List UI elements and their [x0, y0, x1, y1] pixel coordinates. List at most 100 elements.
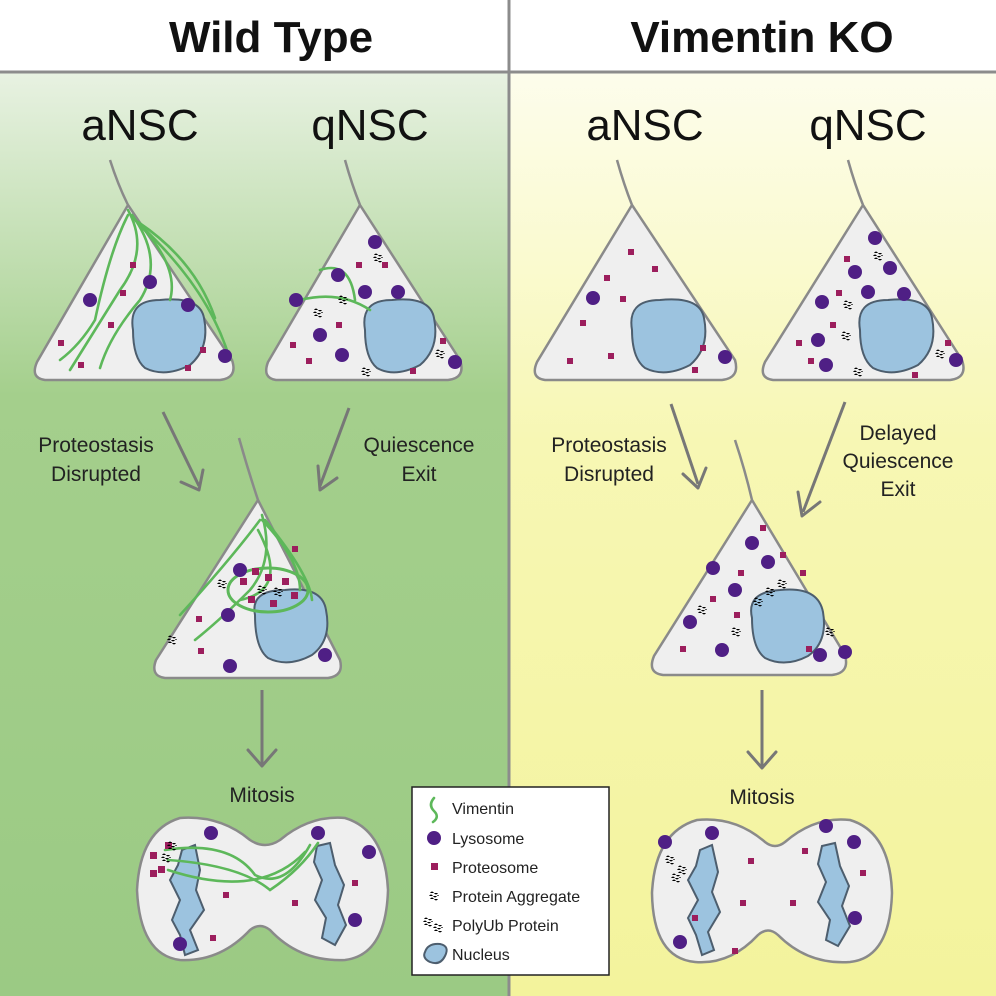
lysosome — [181, 298, 195, 312]
proteosome — [802, 848, 808, 854]
lysosome — [706, 561, 720, 575]
proteosome — [604, 275, 610, 281]
lysosome — [313, 328, 327, 342]
proteosome — [692, 367, 698, 373]
wt-down-arrow — [246, 690, 278, 768]
lysosome — [815, 295, 829, 309]
wt-ansc-cell — [33, 159, 235, 382]
proteosome-icon — [431, 863, 438, 870]
lysosome — [838, 645, 852, 659]
legend-box — [411, 786, 610, 976]
lysosome — [311, 826, 325, 840]
proteosome — [680, 646, 686, 652]
wt-left-arrow — [161, 411, 205, 492]
lysosome — [204, 826, 218, 840]
wt-right-arrow — [316, 407, 351, 492]
lysosome — [348, 913, 362, 927]
wt-ansc-label: aNSC — [81, 101, 198, 150]
nucleus — [253, 588, 329, 664]
nucleus-icon — [423, 942, 448, 965]
proteosome — [290, 342, 296, 348]
ko-left-arrow — [669, 403, 708, 490]
ko-step-right-line3: Exit — [880, 478, 915, 501]
lysosome — [745, 536, 759, 550]
proteosome — [440, 338, 446, 344]
proteosome — [780, 552, 786, 558]
proteosome — [945, 340, 951, 346]
lysosome — [318, 648, 332, 662]
ko-middle-cell — [650, 439, 852, 677]
lysosome — [728, 583, 742, 597]
proteosome — [292, 546, 298, 552]
lysosome — [586, 291, 600, 305]
proteosome — [748, 858, 754, 864]
proteosome — [700, 345, 706, 351]
ko-step-right-line1: Delayed — [859, 422, 936, 445]
proteosome — [223, 892, 229, 898]
lysosome — [819, 358, 833, 372]
proteosome — [844, 256, 850, 262]
lysosome — [173, 937, 187, 951]
ko-down-arrow — [746, 690, 778, 770]
proteosome — [808, 358, 814, 364]
lysosome — [331, 268, 345, 282]
lysosome — [847, 835, 861, 849]
proteosome — [692, 915, 698, 921]
lysosome — [358, 285, 372, 299]
legend-label-vimentin: Vimentin — [452, 801, 514, 818]
proteosome — [410, 368, 416, 374]
proteosome — [356, 262, 362, 268]
ko-right-arrow — [796, 401, 847, 518]
ko-mitosis-cell — [650, 818, 894, 964]
proteosome — [738, 570, 744, 576]
proteosome — [292, 900, 298, 906]
ko-ansc-label: aNSC — [586, 101, 703, 150]
nucleus — [363, 298, 437, 374]
proteosome — [608, 353, 614, 359]
vimentin-ko-title: Vimentin KO — [630, 13, 893, 62]
lysosome — [868, 231, 882, 245]
lysosome — [233, 563, 247, 577]
lysosome — [143, 275, 157, 289]
proteosome — [200, 347, 206, 353]
proteosome — [710, 596, 716, 602]
ko-qnsc-label: qNSC — [809, 101, 926, 150]
lysosome — [335, 348, 349, 362]
proteosome — [790, 900, 796, 906]
proteosome — [78, 362, 84, 368]
wt-step-right-line2: Exit — [401, 463, 436, 486]
nucleus — [816, 841, 852, 948]
lysosome — [223, 659, 237, 673]
lysosome — [848, 911, 862, 925]
lysosome — [83, 293, 97, 307]
lysosome — [897, 287, 911, 301]
wt-step-right-line1: Quiescence — [364, 434, 475, 457]
lysosome — [819, 819, 833, 833]
lysosome — [218, 349, 232, 363]
proteosome — [652, 266, 658, 272]
header-band — [0, 0, 996, 72]
lysosome — [811, 333, 825, 347]
legend-label-lysosome: Lysosome — [452, 831, 524, 848]
vimentin-icon — [429, 796, 439, 824]
proteosome — [120, 290, 126, 296]
proteosome — [732, 948, 738, 954]
proteosome — [185, 365, 191, 371]
wt-mitosis-label: Mitosis — [229, 784, 294, 807]
legend-label-nucleus: Nucleus — [452, 947, 510, 964]
lysosome — [658, 835, 672, 849]
proteosome — [352, 880, 358, 886]
wild-type-title: Wild Type — [169, 13, 373, 62]
proteosome — [836, 290, 842, 296]
proteosome — [580, 320, 586, 326]
proteosome — [620, 296, 626, 302]
legend-label-protein-aggregate: Protein Aggregate — [452, 889, 580, 906]
lysosome — [705, 826, 719, 840]
nucleus — [131, 298, 207, 374]
proteosome — [734, 612, 740, 618]
lysosome — [368, 235, 382, 249]
nucleus — [686, 843, 722, 957]
ko-step-left-line1: Proteostasis — [551, 434, 667, 457]
lysosome — [861, 285, 875, 299]
lysosome — [448, 355, 462, 369]
